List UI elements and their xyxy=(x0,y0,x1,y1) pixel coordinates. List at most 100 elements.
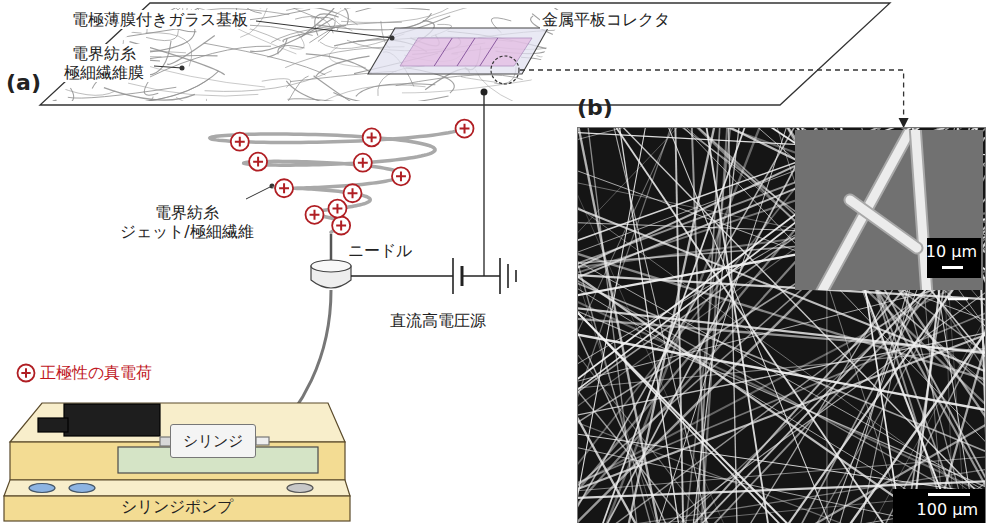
collector-outline xyxy=(40,3,890,105)
part-label: 直流高電圧源 xyxy=(388,311,488,330)
fiber-core xyxy=(915,130,927,290)
positive-charge xyxy=(249,153,267,171)
charge-ring xyxy=(18,365,35,382)
fiber xyxy=(295,17,333,34)
sem-fiber xyxy=(578,302,985,523)
charge-ring xyxy=(306,206,324,224)
sem-fiber xyxy=(578,128,985,523)
glass-substrate xyxy=(368,28,548,74)
sem-fiber xyxy=(578,128,985,509)
fiber xyxy=(308,85,426,110)
sem-fiber xyxy=(661,128,777,523)
sem-fiber xyxy=(578,128,985,523)
fiber xyxy=(301,0,348,25)
fiber xyxy=(335,6,358,31)
fiber xyxy=(333,93,448,104)
electrode-line xyxy=(457,38,475,66)
pump-base-front xyxy=(4,496,350,521)
fiber xyxy=(552,33,594,58)
charge-plus xyxy=(358,158,368,168)
fiber xyxy=(429,101,458,131)
positive-charge xyxy=(456,120,474,138)
fiber xyxy=(557,58,587,91)
fiber xyxy=(68,87,176,98)
sem-fiber xyxy=(578,128,985,523)
leader-line xyxy=(246,186,272,199)
substrate-plate xyxy=(368,28,548,74)
fiber xyxy=(61,30,141,43)
scale-bar-label: 100 μm xyxy=(917,500,978,519)
collector-title: 金属平板コレクタ xyxy=(540,10,672,29)
pump-body xyxy=(4,403,350,521)
sem-fiber xyxy=(578,128,985,523)
positive-charge xyxy=(363,128,381,146)
sem-fiber xyxy=(578,128,985,523)
fiber xyxy=(205,71,332,92)
pusher-block xyxy=(64,404,160,436)
charge-plus xyxy=(253,157,263,167)
positive-charge-symbol xyxy=(18,365,35,382)
charge-plus xyxy=(460,124,470,134)
sem-fiber xyxy=(578,128,985,359)
sem-fiber xyxy=(578,128,985,523)
legend-symbol xyxy=(16,363,36,383)
fiber xyxy=(314,76,356,104)
charge-plus xyxy=(235,137,245,147)
fiber xyxy=(262,79,291,88)
fiber xyxy=(278,45,305,54)
contact-dot xyxy=(481,89,488,96)
positive-charge xyxy=(332,216,350,234)
scale-mark xyxy=(948,298,968,301)
fiber xyxy=(461,76,497,82)
scale-bar xyxy=(942,266,963,269)
legend-text: 正極性の真電荷 xyxy=(40,363,152,382)
hv-circuit xyxy=(351,92,516,294)
positive-charge xyxy=(354,154,372,172)
battery-long-plate xyxy=(452,258,454,294)
fiber xyxy=(288,99,388,109)
positive-charge xyxy=(231,133,249,151)
fiber xyxy=(38,6,65,38)
sem-fiber xyxy=(578,128,985,523)
sem-inset-shape xyxy=(795,130,983,290)
positive-charge xyxy=(392,167,410,185)
positive-charge xyxy=(328,200,346,218)
fiber xyxy=(288,76,309,102)
fiber xyxy=(295,5,430,9)
needle-hub-top xyxy=(311,260,351,272)
charge-ring xyxy=(363,128,381,146)
positive-charge xyxy=(275,179,293,197)
pump-button xyxy=(287,484,313,493)
sem-fiber xyxy=(578,128,985,523)
fiber xyxy=(0,100,57,121)
charge-ring xyxy=(328,200,346,218)
leader-dot xyxy=(390,36,395,41)
charge-ring xyxy=(344,184,362,202)
magnify-circle xyxy=(491,56,519,84)
charge-plus xyxy=(396,171,406,181)
leader-line xyxy=(256,21,392,38)
fiber xyxy=(148,41,171,75)
sem-fiber xyxy=(663,128,726,523)
fiber xyxy=(267,39,287,57)
charge-plus xyxy=(367,132,377,142)
panel-letter: (a) xyxy=(4,70,43,96)
syringe-pump: シリンジポンプ xyxy=(3,398,350,522)
scale-bar xyxy=(928,493,970,496)
charge-plus xyxy=(333,204,343,214)
ground-symbol xyxy=(500,258,516,294)
positive-charge xyxy=(306,206,324,224)
wire xyxy=(483,92,484,276)
charge-plus xyxy=(279,183,289,193)
fiber xyxy=(306,54,372,74)
scale-bar-patch xyxy=(893,489,985,523)
fiber xyxy=(567,67,575,91)
wire xyxy=(462,275,500,276)
sem-fiber xyxy=(578,336,985,523)
pump-base-top xyxy=(4,480,350,496)
charge-ring xyxy=(249,153,267,171)
charge-ring xyxy=(332,216,350,234)
charge-ring xyxy=(456,120,474,138)
charges xyxy=(231,120,474,235)
fiber xyxy=(356,84,435,97)
